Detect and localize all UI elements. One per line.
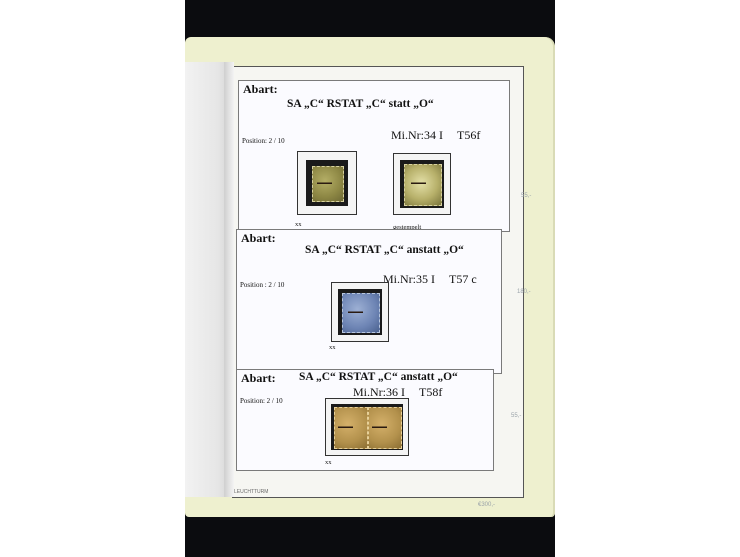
overprint: ▬▬▬ [372,425,387,430]
pencil-price-3: 55,- [511,413,522,419]
condition-mint: xx [329,344,336,351]
condition-used: gestempelt [393,224,422,231]
overprint: ▬▬▬ [348,310,363,315]
pencil-price-total: €300,- [478,502,496,508]
stamp-used: ▬▬▬ [404,164,442,206]
card-title: SA „C“ RSTAT „C“ anstatt „O“ [299,371,458,383]
stamp-pair-left: ▬▬▬ [334,407,368,449]
variety-card-2: Abart: SA „C“ RSTAT „C“ anstatt „O“ Mi.N… [236,229,502,374]
stamp-mount-pair: ▬▬▬ ▬▬▬ [325,398,409,456]
card-title: SA „C“ RSTAT „C“ anstatt „O“ [305,244,464,256]
catalog-number: Mi.Nr:36 I [353,385,405,399]
stamp-mint: ▬▬▬ [342,293,380,333]
album-brand-label: LEUCHTTURM [234,489,269,495]
background-left [0,0,185,557]
position-label: Position: 2 / 10 [240,397,283,405]
abart-label: Abart: [241,371,276,385]
condition-mint: xx [325,459,332,466]
type-number: T56f [457,128,481,142]
abart-label: Abart: [241,231,276,245]
type-number: T58f [419,385,443,399]
overprint: ▬▬▬ [338,425,353,430]
stamp-pair-right: ▬▬▬ [368,407,402,449]
variety-card-3: Abart: SA „C“ RSTAT „C“ anstatt „O“ Mi.N… [236,369,494,471]
stamp-mount-mint: ▬▬▬ [297,151,357,215]
stamp-mount-mint: ▬▬▬ [331,282,389,342]
pencil-price-2: 180,- [517,289,531,295]
binder-flap-edge [224,62,234,497]
abart-label: Abart: [243,82,278,96]
catalog-number: Mi.Nr:35 I [383,272,435,286]
pencil-price-1: 55,- [521,193,532,199]
position-label: Position : 2 / 10 [240,281,285,289]
variety-card-1: Abart: SA „C“ RSTAT „C“ statt „O“ Mi.Nr:… [238,80,510,232]
position-label: Position: 2 / 10 [242,137,285,145]
background-right [555,0,740,557]
card-title: SA „C“ RSTAT „C“ statt „O“ [287,98,434,110]
overprint: ▬▬▬ [317,181,332,186]
type-number: T57 c [449,272,477,286]
overprint: ▬▬▬ [411,181,426,186]
condition-mint: xx [295,221,302,228]
stamp-mount-used: ▬▬▬ [393,153,451,215]
stamp-mint: ▬▬▬ [312,166,344,202]
catalog-number: Mi.Nr:34 I [391,128,443,142]
